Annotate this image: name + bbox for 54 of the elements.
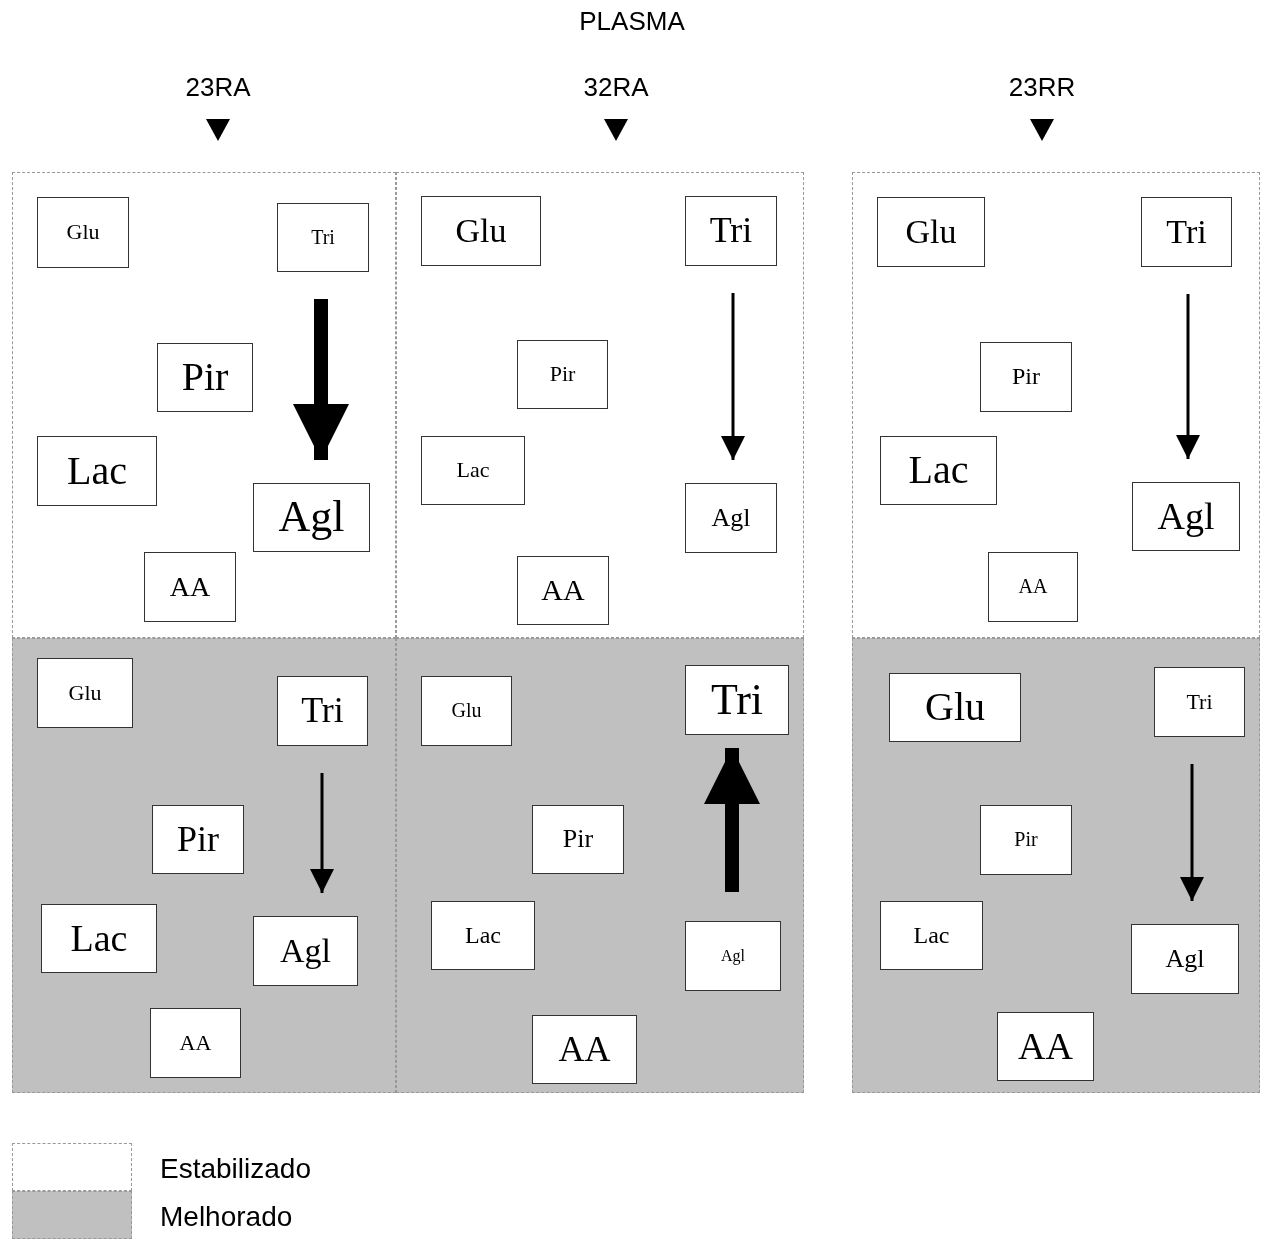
metabolite-box: AA <box>144 552 236 622</box>
metabolite-box: Pir <box>152 805 244 874</box>
metabolite-box: Lac <box>37 436 157 506</box>
page-title: PLASMA <box>578 6 686 37</box>
metabolite-box: Glu <box>37 658 133 728</box>
metabolite-box: AA <box>988 552 1078 622</box>
metabolite-box: Agl <box>1131 924 1239 994</box>
metabolite-box: Agl <box>685 921 781 991</box>
arrow <box>293 299 349 460</box>
metabolite-box: Pir <box>157 343 253 412</box>
dashed-panel <box>396 638 804 1093</box>
metabolite-box: Glu <box>877 197 985 267</box>
metabolite-box: Agl <box>1132 482 1240 551</box>
metabolite-box: Tri <box>1154 667 1245 737</box>
metabolite-box: Tri <box>277 203 369 272</box>
dashed-panel <box>852 638 1260 1093</box>
arrow <box>310 773 334 893</box>
metabolite-box: Lac <box>880 901 983 970</box>
metabolite-box: Agl <box>253 483 370 552</box>
metabolite-box: Agl <box>685 483 777 553</box>
metabolite-box: Tri <box>1141 197 1232 267</box>
metabolite-box: Lac <box>431 901 535 970</box>
dashed-panel <box>396 172 804 638</box>
dashed-panel <box>852 172 1260 638</box>
metabolite-box: AA <box>517 556 609 625</box>
dashed-panel <box>12 172 396 638</box>
metabolite-box: Glu <box>889 673 1021 742</box>
arrow <box>1180 764 1204 901</box>
legend-label: Estabilizado <box>160 1153 311 1185</box>
column-header: 23RA <box>184 72 252 103</box>
metabolite-box: Pir <box>980 342 1072 412</box>
metabolite-box: Glu <box>37 197 129 268</box>
metabolite-box: Agl <box>253 916 358 986</box>
column-header: 23RR <box>1007 72 1077 103</box>
legend-label: Melhorado <box>160 1201 293 1233</box>
metabolite-box: Glu <box>421 196 541 266</box>
metabolite-box: Tri <box>277 676 368 746</box>
metabolite-box: AA <box>532 1015 637 1084</box>
metabolite-box: Tri <box>685 196 777 266</box>
metabolite-box: Lac <box>880 436 997 505</box>
arrow <box>704 748 760 892</box>
metabolite-box: Lac <box>41 904 157 973</box>
column-header: 32RA <box>582 72 650 103</box>
metabolite-box: Lac <box>421 436 525 505</box>
metabolite-box: Tri <box>685 665 789 735</box>
metabolite-box: AA <box>150 1008 241 1078</box>
metabolite-box: Pir <box>980 805 1072 875</box>
metabolite-box: Glu <box>421 676 512 746</box>
dashed-panel <box>12 638 396 1093</box>
metabolite-box: Pir <box>517 340 608 409</box>
arrow <box>1176 294 1200 459</box>
metabolite-box: Pir <box>532 805 624 874</box>
arrow <box>721 293 745 460</box>
metabolite-box: AA <box>997 1012 1094 1081</box>
